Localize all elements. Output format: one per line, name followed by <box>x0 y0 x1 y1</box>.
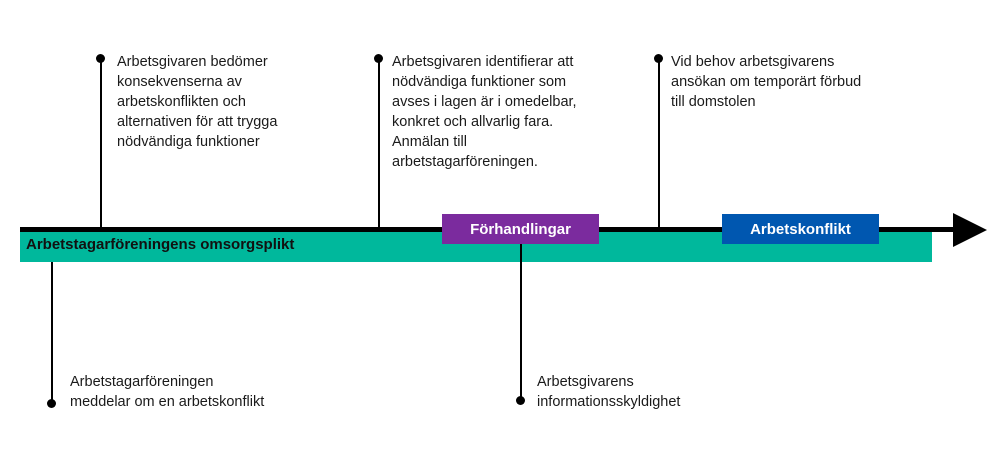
arrow-right-icon <box>953 213 987 247</box>
event-marker-dot <box>516 396 525 405</box>
event-employer-information-duty: Arbetsgivarens informationsskyldighet <box>537 374 681 410</box>
duty-of-care-label: Arbetstagarföreningens omsorgsplikt <box>26 236 295 253</box>
event-temporary-ban-application: Vid behov arbetsgivarens ansökan om temp… <box>671 54 862 110</box>
event-marker-dot <box>47 399 56 408</box>
event-union-announces-conflict: Arbetstagarföreningen meddelar om en arb… <box>70 374 265 410</box>
phase-labour-conflict: Arbetskonflikt <box>722 214 879 244</box>
phase-negotiations: Förhandlingar <box>442 214 599 244</box>
event-employer-identifies-danger: Arbetsgivaren identifierar att nödvändig… <box>392 54 577 170</box>
event-stem <box>51 262 53 402</box>
event-stem <box>658 58 660 230</box>
event-stem <box>100 58 102 230</box>
event-employer-assesses: Arbetsgivaren bedömer konsekvenserna av … <box>117 54 278 150</box>
event-stem <box>520 244 522 400</box>
event-stem <box>378 58 380 230</box>
